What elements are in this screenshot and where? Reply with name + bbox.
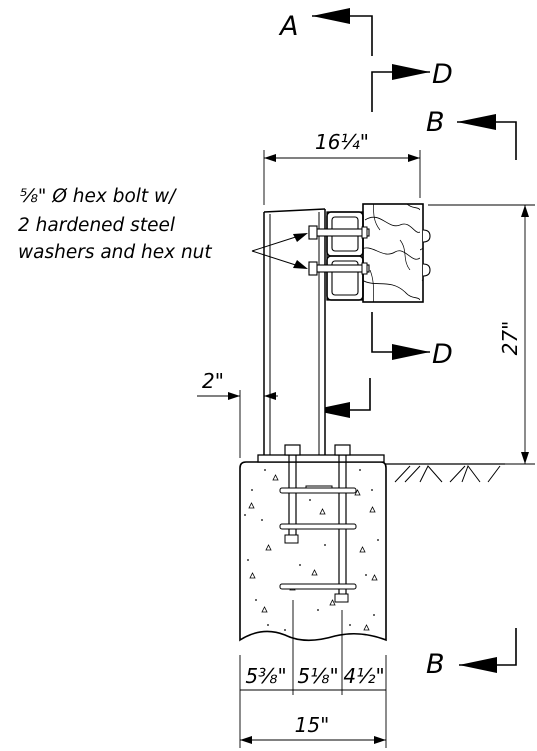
section-d-top-label: D (432, 59, 453, 90)
callout-line-2: 2 hardened steel (18, 215, 176, 236)
dimension-base-segments: 5⅜" 5⅛" 4½" (239, 600, 387, 748)
callout-line-3: washers and hex nut (18, 242, 212, 263)
rail-bolts (308, 225, 370, 276)
wood-block (362, 203, 431, 303)
arrow-left-icon (459, 657, 497, 673)
dimension-height: 27" (395, 204, 535, 465)
arrow-left-icon (457, 114, 496, 130)
section-b-bottom-label: B (426, 649, 445, 680)
dimension-base-width: 15" (240, 713, 386, 744)
section-marker-d-top: D (371, 59, 453, 112)
section-marker-b-bottom: B (426, 628, 517, 680)
rail-blockout (326, 211, 364, 301)
callout-line-1: ⅝" Ø hex bolt w/ (20, 186, 177, 207)
dimension-offset: 2" (197, 369, 278, 458)
arrow-left-icon (312, 402, 350, 418)
section-marker-d-bottom: D (371, 312, 453, 370)
offset-label: 2" (202, 369, 224, 393)
anchor-bolts (279, 444, 357, 603)
arrow-right-icon (392, 64, 430, 80)
height-label: 27" (498, 321, 522, 356)
concrete-footing (239, 461, 387, 642)
overall-width-label: 16¼" (315, 130, 369, 154)
section-marker-b-top: B (426, 107, 517, 160)
section-a-top-label: A (278, 11, 298, 42)
bolt-callout-note: ⅝" Ø hex bolt w/ 2 hardened steel washer… (18, 186, 212, 263)
steel-post (263, 208, 326, 455)
base-width-label: 15" (295, 713, 330, 737)
base-segment-a-label: 5⅜" (245, 664, 286, 688)
section-d-bottom-label: D (432, 339, 453, 370)
arrow-left-icon (312, 8, 350, 24)
arrow-right-icon (392, 344, 430, 360)
dimension-overall-width: 16¼" (263, 130, 421, 205)
base-segment-b-label: 5⅛" (297, 664, 338, 688)
bolt-callout-leaders (251, 233, 308, 269)
base-segment-c-label: 4½" (343, 664, 384, 688)
section-b-top-label: B (426, 107, 445, 138)
section-marker-a-top: A (278, 8, 373, 56)
ground-line (385, 463, 505, 483)
